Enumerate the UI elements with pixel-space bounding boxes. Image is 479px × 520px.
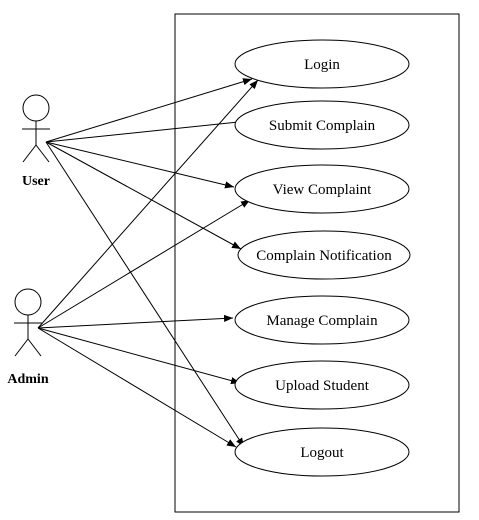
association-admin-login [37,79,259,329]
usecase-complain-notification: Complain Notification [237,230,411,280]
association-user-view [45,141,235,189]
system-boundary [174,13,460,513]
association-user-notify [45,141,242,250]
association-user-login [45,78,253,143]
usecase-view-complaint-ellipse [234,164,410,214]
usecase-logout: Logout [234,427,410,477]
usecase-upload-student-ellipse [234,360,410,410]
usecase-manage-complain-ellipse [234,295,410,345]
usecase-submit-complain-label: Submit Complain [269,118,376,134]
actor-user-left-leg [22,144,37,163]
actor-admin: Admin [7,288,49,387]
association-user-submit [45,118,249,143]
actor-user-label: User [22,174,50,189]
association-user-logout [45,141,245,448]
actor-admin-label: Admin [7,372,48,387]
usecase-login-label: Login [304,57,340,73]
usecase-logout-label: Logout [300,445,344,461]
association-admin-manage [37,314,234,329]
usecase-view-complaint-label: View Complaint [273,182,373,198]
usecase-login-ellipse [234,39,410,89]
usecase-complain-notification-ellipse [237,230,411,280]
usecase-logout-ellipse [234,427,410,477]
usecase-manage-complain: Manage Complain [234,295,410,345]
usecase-manage-complain-label: Manage Complain [266,313,378,329]
actor-user: User [22,94,50,189]
association-admin-view [37,199,251,329]
association-admin-logout [37,327,237,448]
actor-admin-left-leg [14,338,29,357]
usecase-submit-complain-ellipse [234,100,410,150]
actor-admin-head [14,288,42,316]
actor-user-right-leg [35,144,50,163]
usecase-upload-student-label: Upload Student [275,378,370,394]
usecase-login: Login [234,39,410,89]
association-admin-upload [37,327,241,385]
usecase-view-complaint: View Complaint [234,164,410,214]
usecase-upload-student: Upload Student [234,360,410,410]
usecase-complain-notification-label: Complain Notification [256,248,392,264]
associations [37,78,259,448]
usecase-submit-complain: Submit Complain [234,100,410,150]
actor-user-head [22,94,50,122]
actor-admin-right-leg [27,338,42,357]
